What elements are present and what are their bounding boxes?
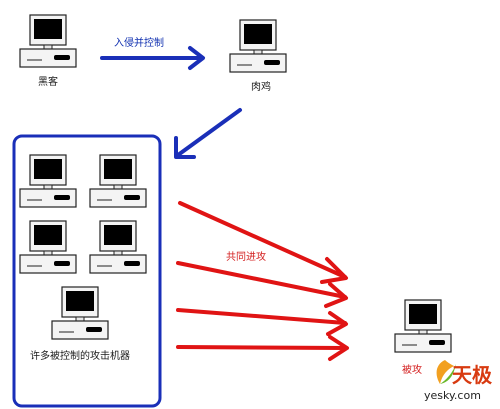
logo-en-text: yesky.com xyxy=(424,389,481,402)
attack-arrow xyxy=(176,261,348,308)
victim-computer-icon xyxy=(394,299,452,353)
controlled-group-label: 许多被控制的攻击机器 xyxy=(30,351,130,362)
zombie-label: 肉鸡 xyxy=(251,82,271,93)
invade-arrow xyxy=(100,46,205,70)
attack-arrow xyxy=(176,308,348,336)
controlled-computer-icon xyxy=(19,154,77,208)
invade-label: 入侵并控制 xyxy=(114,38,164,49)
zombie-computer-icon xyxy=(229,19,287,73)
controlled-computer-icon xyxy=(51,286,109,340)
joint-attack-label: 共同进攻 xyxy=(226,252,266,263)
logo-cn-text: 天极 xyxy=(452,363,492,387)
control-arrow xyxy=(174,108,242,159)
attack-arrow xyxy=(176,335,349,361)
controlled-computer-icon xyxy=(19,220,77,274)
hacker-computer-icon xyxy=(19,14,77,68)
yesky-logo: 天极 yesky.com xyxy=(424,356,498,406)
logo-swirl-icon xyxy=(436,360,456,384)
attack-arrow xyxy=(178,201,348,284)
hacker-label: 黑客 xyxy=(38,77,58,88)
controlled-computer-icon xyxy=(89,220,147,274)
controlled-computer-icon xyxy=(89,154,147,208)
victim-label: 被攻 xyxy=(402,365,422,376)
controlled-group-box xyxy=(12,134,162,408)
